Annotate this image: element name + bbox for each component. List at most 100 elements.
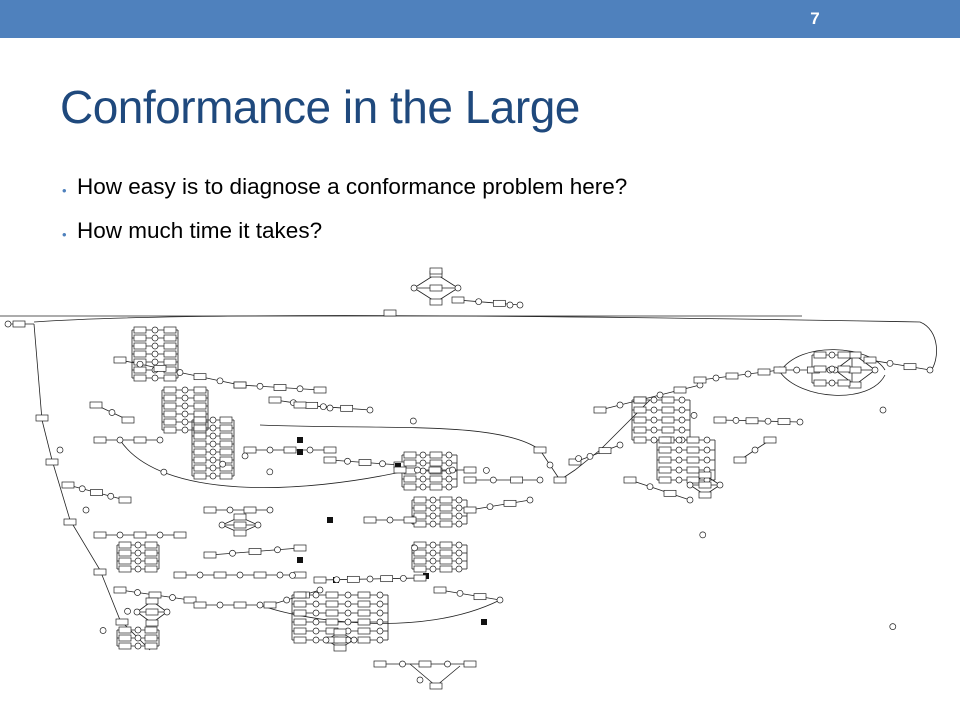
place-node xyxy=(429,520,437,528)
place-node xyxy=(333,576,341,584)
transition-node xyxy=(93,436,107,444)
transition-node xyxy=(193,464,207,472)
place-node xyxy=(163,608,171,616)
place-node xyxy=(181,402,189,410)
place-node xyxy=(416,676,424,684)
transition-node xyxy=(863,356,877,364)
place-node xyxy=(526,496,534,504)
transition-node xyxy=(439,512,453,520)
transition-node xyxy=(144,565,158,573)
transition-node xyxy=(163,334,177,342)
transition-node xyxy=(663,489,677,497)
transition-node xyxy=(113,356,127,364)
transition-node xyxy=(113,586,127,594)
place-node xyxy=(151,326,159,334)
place-node xyxy=(56,446,64,454)
place-node xyxy=(376,609,384,617)
place-node xyxy=(99,627,107,634)
place-node xyxy=(344,591,352,599)
transition-node xyxy=(429,451,443,459)
transition-node xyxy=(325,600,339,608)
transition-node xyxy=(325,609,339,617)
transition-node xyxy=(193,386,207,394)
transition-node xyxy=(733,456,747,464)
transition-node xyxy=(429,682,443,690)
place-node xyxy=(108,409,116,416)
place-node xyxy=(586,452,594,460)
transition-node xyxy=(293,618,307,626)
transition-node xyxy=(333,644,347,652)
transition-node xyxy=(686,476,700,484)
transition-node xyxy=(213,571,227,579)
transition-node xyxy=(325,591,339,599)
transition-node xyxy=(203,506,217,514)
place-node xyxy=(156,436,164,444)
transition-node xyxy=(144,557,158,565)
place-node xyxy=(266,468,274,476)
transition-node xyxy=(439,557,453,565)
transition-node xyxy=(813,379,827,387)
place-node xyxy=(456,589,464,597)
place-node xyxy=(656,391,664,399)
transition-node xyxy=(193,456,207,464)
place-node xyxy=(276,571,284,579)
place-node xyxy=(181,386,189,394)
transition-node xyxy=(568,458,582,466)
place-node xyxy=(429,549,437,557)
transition-node xyxy=(439,520,453,528)
transition-node xyxy=(144,642,158,650)
transition-node xyxy=(429,267,443,275)
place-node xyxy=(134,642,142,650)
place-node xyxy=(209,432,217,440)
place-node xyxy=(399,660,406,668)
transition-node xyxy=(233,529,247,537)
place-node xyxy=(455,557,463,565)
transition-node xyxy=(193,448,207,456)
place-node xyxy=(879,406,887,414)
transition-node xyxy=(658,466,672,474)
transition-node xyxy=(686,456,700,464)
transition-node xyxy=(323,446,337,454)
transition-node xyxy=(233,381,247,389)
place-node xyxy=(151,374,159,382)
transition-node xyxy=(293,591,307,599)
transition-node xyxy=(133,342,147,350)
place-node xyxy=(419,451,427,459)
transition-node xyxy=(144,626,158,634)
transition-node xyxy=(661,426,675,434)
place-node xyxy=(256,382,264,390)
transition-node xyxy=(233,521,247,529)
transition-node xyxy=(383,309,397,317)
place-node xyxy=(316,586,324,594)
transition-node xyxy=(89,401,103,409)
place-node xyxy=(306,446,314,454)
transition-node xyxy=(293,401,307,409)
place-node xyxy=(886,359,894,367)
place-node xyxy=(376,591,384,599)
transition-node xyxy=(403,459,417,467)
place-node xyxy=(219,460,227,468)
place-node xyxy=(344,457,351,465)
transition-node xyxy=(133,334,147,342)
transition-node xyxy=(429,459,443,467)
arc xyxy=(574,444,621,463)
place-node xyxy=(78,485,86,493)
place-node xyxy=(124,607,131,615)
silent-transition-node xyxy=(327,517,333,523)
place-node xyxy=(4,320,12,328)
transition-node xyxy=(473,593,487,601)
transition-node xyxy=(163,326,177,334)
place-node xyxy=(675,446,683,454)
transition-node xyxy=(118,642,132,650)
place-node xyxy=(209,416,217,424)
place-node xyxy=(266,506,274,514)
transition-node xyxy=(313,576,327,584)
place-node xyxy=(312,618,320,626)
transition-node xyxy=(219,432,233,440)
arc xyxy=(33,323,151,651)
transition-node xyxy=(163,342,177,350)
transition-node xyxy=(133,374,147,382)
place-node xyxy=(678,406,686,414)
place-node xyxy=(209,424,217,432)
transition-node xyxy=(357,609,371,617)
